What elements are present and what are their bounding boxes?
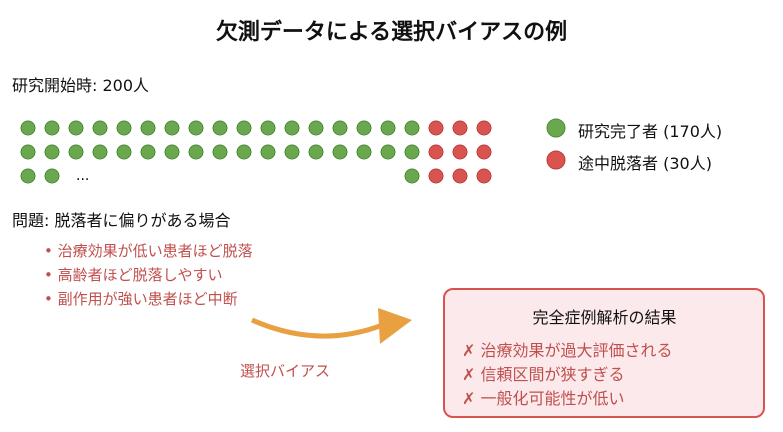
completed-dot bbox=[44, 120, 60, 136]
completed-dot bbox=[92, 144, 108, 160]
completed-dot bbox=[212, 144, 228, 160]
result-box bbox=[443, 288, 765, 418]
completed-dot bbox=[380, 120, 396, 136]
completed-dot bbox=[140, 144, 156, 160]
completed-dot bbox=[404, 120, 420, 136]
dropout-dot bbox=[428, 168, 444, 184]
completed-dot bbox=[140, 120, 156, 136]
arrow-shaft bbox=[250, 317, 386, 339]
legend-dropout: 途中脱落者 (30人) bbox=[578, 154, 712, 173]
completed-dot bbox=[188, 120, 204, 136]
completed-dot bbox=[404, 168, 420, 184]
completed-dot bbox=[284, 144, 300, 160]
dropout-dot bbox=[428, 120, 444, 136]
start-label: 研究開始時: 200人 bbox=[12, 76, 150, 95]
dropout-dot bbox=[452, 144, 468, 160]
diagram-title: 欠測データによる選択バイアスの例 bbox=[215, 20, 568, 45]
result-item: ✗ 治療効果が過大評価される bbox=[462, 341, 673, 360]
completed-dot bbox=[44, 144, 60, 160]
legend-completed-marker bbox=[546, 118, 566, 138]
arrow-label: 選択バイアス bbox=[240, 362, 331, 380]
completed-dot bbox=[68, 120, 84, 136]
completed-dot bbox=[92, 120, 108, 136]
legend-completed: 研究完了者 (170人) bbox=[578, 122, 723, 141]
completed-dot bbox=[284, 120, 300, 136]
dropout-dot bbox=[476, 144, 492, 160]
legend-dropout-marker bbox=[546, 150, 566, 170]
completed-dot bbox=[380, 144, 396, 160]
problem-label: 問題: 脱落者に偏りがある場合 bbox=[12, 211, 231, 230]
completed-dot bbox=[308, 120, 324, 136]
completed-dot bbox=[332, 144, 348, 160]
dropout-dot bbox=[428, 144, 444, 160]
problem-item: • 副作用が強い患者ほど中断 bbox=[44, 290, 238, 308]
completed-dot bbox=[332, 120, 348, 136]
result-item: ✗ 一般化可能性が低い bbox=[462, 389, 625, 408]
result-title: 完全症例解析の結果 bbox=[532, 308, 677, 327]
result-item: ✗ 信頼区間が狭すぎる bbox=[462, 365, 625, 384]
completed-dot bbox=[308, 144, 324, 160]
completed-dot bbox=[164, 144, 180, 160]
arrow-head bbox=[378, 308, 412, 344]
completed-dot bbox=[116, 144, 132, 160]
completed-dot bbox=[404, 144, 420, 160]
completed-dot bbox=[260, 120, 276, 136]
completed-dot bbox=[188, 144, 204, 160]
completed-dot bbox=[116, 120, 132, 136]
completed-dot bbox=[236, 120, 252, 136]
dropout-dot bbox=[452, 120, 468, 136]
problem-item: • 治療効果が低い患者ほど脱落 bbox=[44, 242, 253, 260]
completed-dot bbox=[68, 144, 84, 160]
ellipsis: ... bbox=[76, 168, 90, 184]
completed-dot bbox=[356, 144, 372, 160]
completed-dot bbox=[236, 144, 252, 160]
dropout-dot bbox=[476, 168, 492, 184]
completed-dot bbox=[164, 120, 180, 136]
completed-dot bbox=[20, 168, 36, 184]
dropout-dot bbox=[452, 168, 468, 184]
completed-dot bbox=[260, 144, 276, 160]
completed-dot bbox=[20, 144, 36, 160]
completed-dot bbox=[356, 120, 372, 136]
completed-dot bbox=[212, 120, 228, 136]
completed-dot bbox=[44, 168, 60, 184]
completed-dot bbox=[20, 120, 36, 136]
dropout-dot bbox=[476, 120, 492, 136]
problem-item: • 高齢者ほど脱落しやすい bbox=[44, 266, 223, 284]
